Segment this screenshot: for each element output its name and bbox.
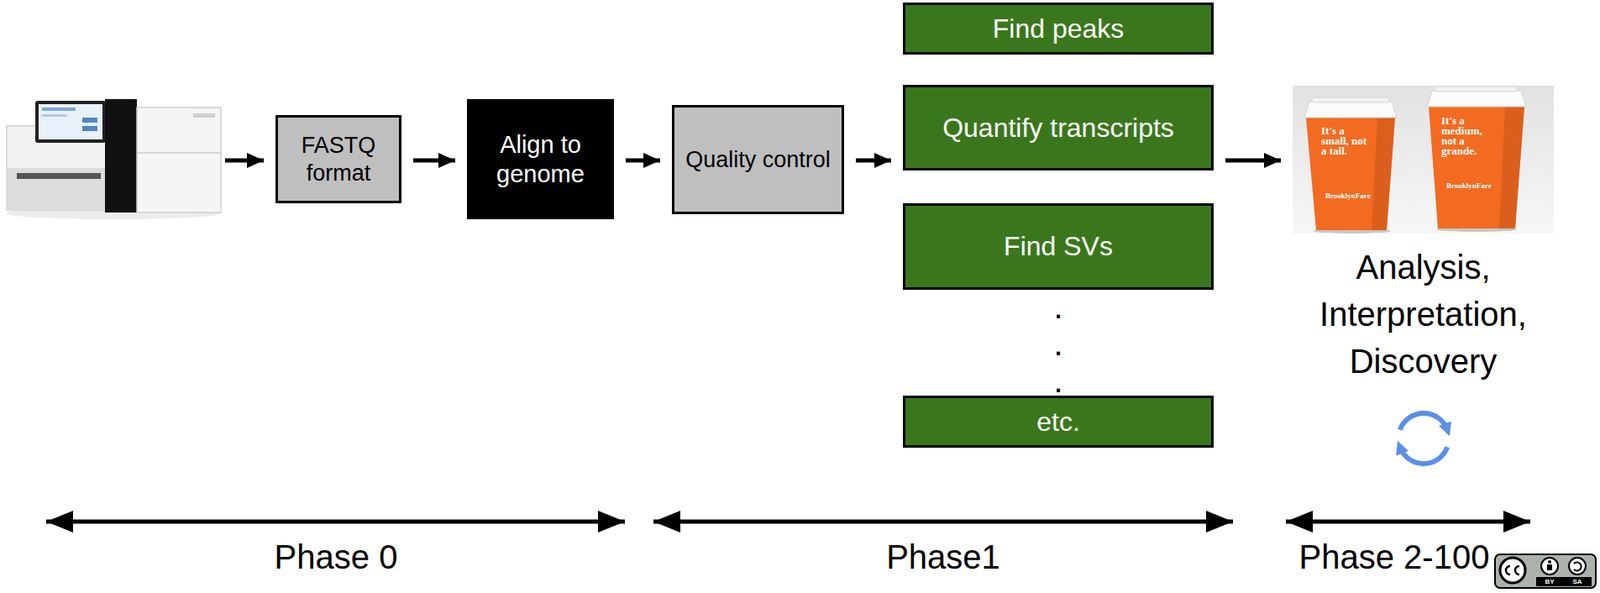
badge-text: SA xyxy=(1568,577,1586,586)
phase-span xyxy=(1285,519,1531,525)
cup-brand: BrooklynFare xyxy=(1446,181,1506,190)
cup-print: It's a medium, not a grande. xyxy=(1441,115,1499,157)
screen-bar xyxy=(41,114,68,117)
sa-circle xyxy=(1568,557,1586,575)
flow-arrow xyxy=(855,158,892,163)
license-badge xyxy=(1495,554,1596,588)
cup-lid xyxy=(1304,101,1397,118)
ellipsis-dot: . xyxy=(1041,367,1076,394)
box-text: Align to genome xyxy=(476,130,605,189)
cup-print: It's a small, not a tall. xyxy=(1321,125,1374,157)
phase-span xyxy=(653,519,1233,525)
by-person xyxy=(1547,564,1553,571)
cup-shade xyxy=(1371,117,1396,231)
phase-label: Phase 0 xyxy=(209,537,462,577)
machine-column xyxy=(104,99,137,213)
ellipsis-dot: . xyxy=(1041,293,1076,320)
cc-circle xyxy=(1500,557,1526,583)
box-text: Find SVs xyxy=(1003,230,1113,263)
sa-mark xyxy=(1573,562,1582,572)
machine-base xyxy=(6,167,112,210)
cc-mark xyxy=(1505,566,1511,575)
phase-label: Phase1 xyxy=(817,537,1070,577)
flow-arrow xyxy=(1225,158,1281,163)
cc-mark xyxy=(1515,566,1520,575)
cycle-icon xyxy=(1400,413,1448,464)
box-text: Find peaks xyxy=(992,12,1125,45)
by-circle xyxy=(1541,557,1559,575)
flow-arrow xyxy=(413,158,456,163)
analysis-box: Quantify transcripts xyxy=(902,84,1214,171)
badge-text: BY xyxy=(1541,577,1559,586)
box-text: Quality control xyxy=(685,146,831,174)
screen-bar xyxy=(82,125,98,132)
phase-span xyxy=(46,519,625,525)
badge-band xyxy=(1536,577,1592,587)
machine-monitor xyxy=(35,100,106,143)
flow-arrow xyxy=(625,158,661,163)
tower-seam xyxy=(136,152,221,154)
monitor-screen xyxy=(38,104,103,140)
screen-bar xyxy=(82,117,98,123)
photo-ground xyxy=(1292,85,1554,234)
box-text: FASTQ format xyxy=(284,131,393,187)
input-arrow xyxy=(225,158,264,163)
lid-rim xyxy=(1434,86,1517,92)
cycle-arc xyxy=(1400,446,1448,464)
machine-slot xyxy=(16,173,101,179)
by-person xyxy=(1547,560,1552,564)
badge-frame xyxy=(1495,554,1596,588)
process-box: Quality control xyxy=(671,104,845,215)
cup-lid xyxy=(1426,90,1527,107)
phase-label: Phase 2-100 xyxy=(1293,537,1496,577)
cup-body xyxy=(1428,106,1525,229)
box-text: Quantify transcripts xyxy=(942,111,1175,144)
box-text: etc. xyxy=(1036,405,1081,438)
analysis-box: Find SVs xyxy=(902,203,1214,290)
tower-badge xyxy=(193,113,216,118)
cup-body xyxy=(1306,117,1396,231)
format-box: FASTQ format xyxy=(275,115,402,204)
analysis-box: Find peaks xyxy=(902,2,1214,55)
analysis-box: etc. xyxy=(902,395,1214,448)
screen-bar xyxy=(41,107,76,111)
lid-rim xyxy=(1311,97,1390,103)
machine-tower xyxy=(136,107,221,213)
sequencer-machine xyxy=(5,99,221,220)
cup-shade xyxy=(1499,106,1525,229)
coffee-cups-photo xyxy=(1292,85,1554,234)
cup-brand: BrooklynFare xyxy=(1325,191,1385,200)
outcome-text: Analysis, Interpretation, Discovery xyxy=(1301,243,1546,385)
ellipsis-dot: . xyxy=(1041,330,1076,357)
cycle-arc xyxy=(1400,413,1448,431)
process-box: Align to genome xyxy=(466,99,614,220)
